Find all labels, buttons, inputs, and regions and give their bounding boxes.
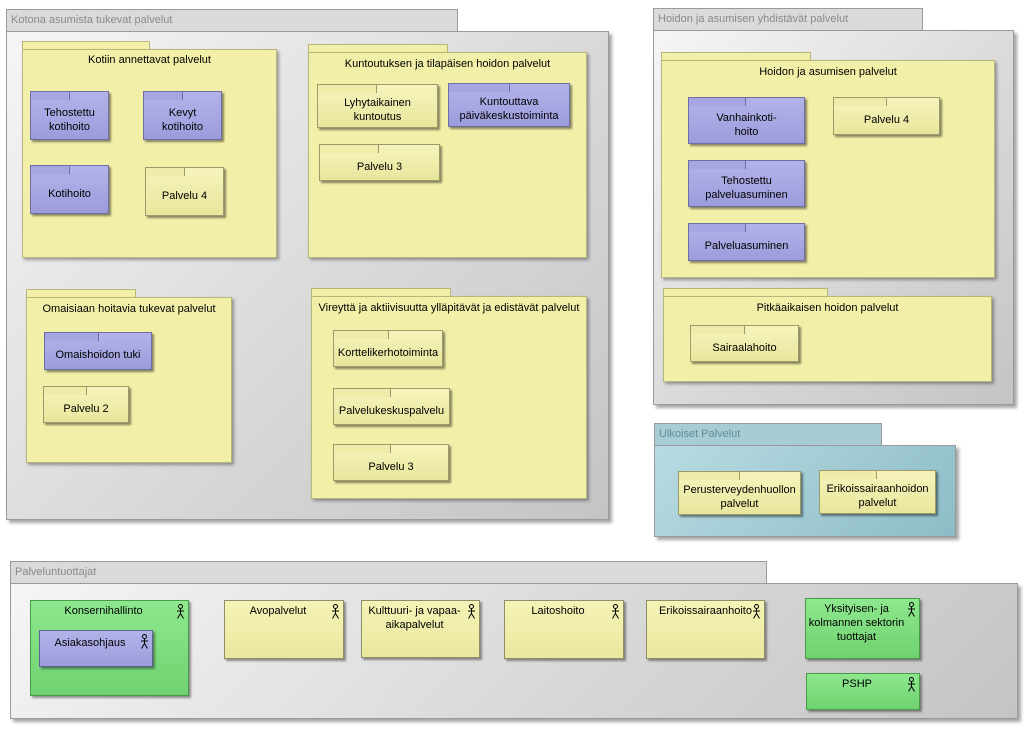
- package-kuntouttava-paivakeskustoiminta[interactable]: Kuntouttava päiväkeskustoiminta: [448, 83, 570, 127]
- actor-label: Erikoissairaanhoito: [659, 605, 752, 617]
- container-tab-kotiin: [22, 41, 150, 50]
- actor-kulttuuri-ja-vapaa-aikapalvelut[interactable]: Kulttuuri- ja vapaa-aikapalvelut: [361, 600, 480, 658]
- package-lyhytaikainen-kuntoutus[interactable]: Lyhytaikainen kuntoutus: [317, 84, 438, 128]
- package-tehostettu-palveluasuminen[interactable]: Tehostettu palveluasuminen: [688, 160, 805, 207]
- group-tab-tuottajat: Palveluntuottajat: [10, 561, 767, 583]
- actor-label: Yksityisen- ja kolmannen sektorin tuotta…: [808, 603, 905, 643]
- package-label: Lyhytaikainen kuntoutus: [344, 97, 411, 123]
- actor-pshp[interactable]: PSHP: [806, 673, 920, 710]
- package-label: Korttelikerhotoiminta: [337, 346, 439, 359]
- package-label: Palveluasuminen: [704, 240, 789, 252]
- package-label: Tehostettu kotihoito: [44, 106, 95, 133]
- actor-label: Kulttuuri- ja vapaa-aikapalvelut: [368, 605, 461, 631]
- container-tab-omais: [26, 289, 136, 298]
- actor-label: Avopalvelut: [249, 605, 307, 617]
- container-title-kotiin: Kotiin annettavat palvelut: [88, 54, 211, 66]
- group-tab-ulkoiset: Ulkoiset Palvelut: [654, 423, 882, 445]
- package-label: Palvelu 4: [863, 114, 910, 126]
- group-tab-kotona: Kotona asumista tukevat palvelut: [6, 9, 458, 31]
- container-pitkaaik[interactable]: Pitkäaikaisen hoidon palvelut: [663, 296, 992, 382]
- actor-icon: [468, 604, 475, 619]
- package-palvelu-4-hoidon[interactable]: Palvelu 4: [833, 97, 940, 135]
- package-erikoissairaanhoidon-palvelut[interactable]: Erikoissairaanhoidon palvelut: [819, 470, 936, 514]
- package-perusterveydenhuollon-palvelut[interactable]: Perusterveydenhuollon palvelut: [678, 471, 801, 515]
- package-palvelu-4-kotiin[interactable]: Palvelu 4: [145, 167, 224, 216]
- actor-icon: [141, 634, 148, 649]
- package-palvelu-2[interactable]: Palvelu 2: [43, 386, 129, 423]
- package-palvelu-3-vireys[interactable]: Palvelu 3: [333, 444, 449, 481]
- package-label: Kuntouttava päiväkeskustoiminta: [459, 96, 559, 122]
- package-label: Sairaalahoito: [712, 341, 777, 354]
- package-vanhainkoti-hoito[interactable]: Vanhainkoti-hoito: [688, 97, 805, 144]
- container-title-pitkaaik: Pitkäaikaisen hoidon palvelut: [756, 302, 899, 314]
- actor-yksityisen-ja-kolmannen-sektorin-tuottajat[interactable]: Yksityisen- ja kolmannen sektorin tuotta…: [805, 598, 920, 659]
- package-label: Tehostettu palveluasuminen: [705, 174, 788, 201]
- container-kotiin[interactable]: Kotiin annettavat palvelut: [22, 49, 277, 258]
- actor-avopalvelut[interactable]: Avopalvelut: [224, 600, 344, 659]
- group-tab-hoidon: Hoidon ja asumisen yhdistävät palvelut: [653, 8, 923, 30]
- actor-asiakasohjaus[interactable]: Asiakasohjaus: [39, 630, 153, 667]
- package-label: Vanhainkoti-hoito: [716, 111, 777, 138]
- actor-label: Laitoshoito: [531, 605, 585, 617]
- actor-label: Asiakasohjaus: [54, 637, 126, 649]
- actor-icon: [332, 604, 339, 619]
- package-kotihoito[interactable]: Kotihoito: [30, 165, 109, 214]
- package-korttelikerhotoiminta[interactable]: Korttelikerhotoiminta: [333, 330, 443, 367]
- actor-erikoissairaanhoito[interactable]: Erikoissairaanhoito: [646, 600, 765, 659]
- actor-label: PSHP: [842, 678, 872, 690]
- package-palveluasuminen[interactable]: Palveluasuminen: [688, 223, 805, 261]
- package-label: Erikoissairaanhoidon palvelut: [826, 483, 929, 509]
- package-label: Kevyt kotihoito: [162, 106, 203, 133]
- container-title-hoidon-asumisen: Hoidon ja asumisen palvelut: [759, 66, 897, 78]
- actor-icon: [908, 677, 915, 692]
- package-tehostettu-kotihoito[interactable]: Tehostettu kotihoito: [30, 91, 109, 140]
- package-palvelu-3-kuntoutus[interactable]: Palvelu 3: [319, 144, 440, 181]
- package-label: Kotihoito: [48, 187, 91, 200]
- package-label: Palvelu 3: [356, 160, 403, 173]
- container-tab-kuntoutus: [308, 44, 448, 53]
- package-label: Perusterveydenhuollon palvelut: [683, 484, 796, 510]
- package-sairaalahoito[interactable]: Sairaalahoito: [690, 325, 799, 362]
- package-label: Omaishoidon tuki: [55, 349, 141, 361]
- container-title-omais: Omaisiaan hoitavia tukevat palvelut: [42, 303, 216, 315]
- package-label: Palvelu 4: [161, 189, 208, 202]
- container-tab-vireys: [311, 288, 451, 297]
- actor-icon: [753, 604, 760, 619]
- package-label: Palvelukeskuspalvelu: [338, 404, 445, 417]
- package-palvelukeskuspalvelu[interactable]: Palvelukeskuspalvelu: [333, 388, 450, 425]
- package-kevyt-kotihoito[interactable]: Kevyt kotihoito: [143, 91, 222, 140]
- container-title-vireys: Vireyttä ja aktiivisuutta ylläpitävät ja…: [318, 302, 580, 314]
- package-label: Palvelu 3: [368, 460, 414, 473]
- container-tab-hoidon-asumisen: [661, 52, 811, 61]
- actor-laitoshoito[interactable]: Laitoshoito: [504, 600, 624, 659]
- actor-icon: [908, 602, 915, 617]
- container-title-kuntoutus: Kuntoutuksen ja tilapäisen hoidon palvel…: [344, 58, 551, 70]
- actor-icon: [612, 604, 619, 619]
- package-label: Palvelu 2: [63, 402, 109, 415]
- container-tab-pitkaaik: [663, 288, 828, 297]
- package-omaishoidon-tuki[interactable]: Omaishoidon tuki: [44, 332, 152, 370]
- actor-icon: [177, 604, 184, 619]
- container-omais[interactable]: Omaisiaan hoitavia tukevat palvelut: [26, 297, 232, 463]
- actor-label: Konsernihallinto: [64, 605, 143, 617]
